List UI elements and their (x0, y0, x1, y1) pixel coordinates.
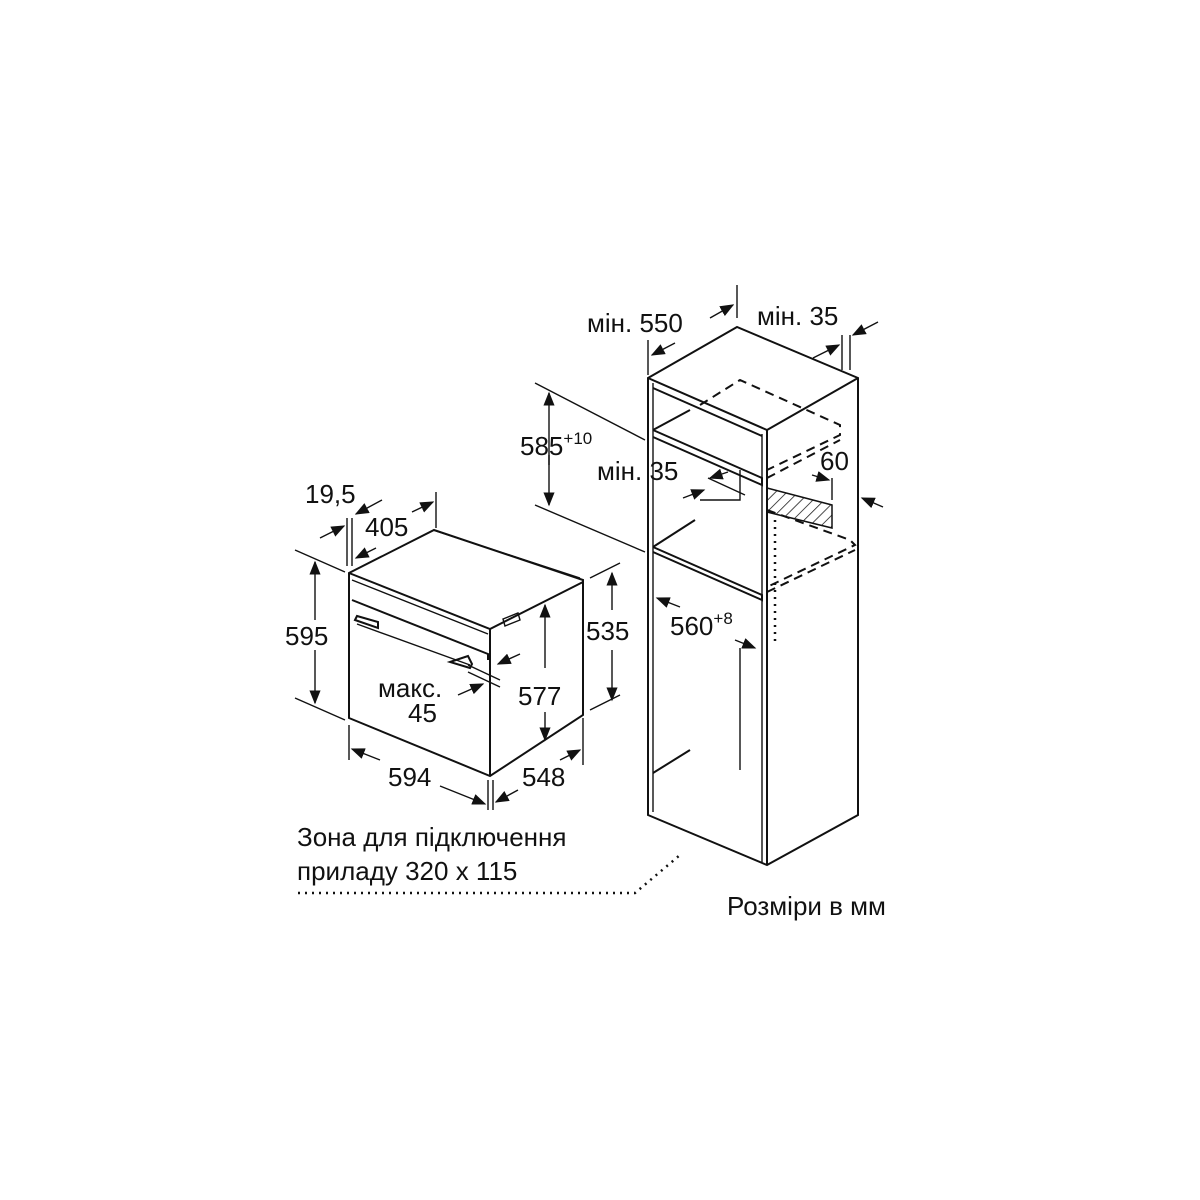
vent-depth-label: 60 (820, 446, 849, 476)
connection-zone-line2: приладу 320 x 115 (297, 856, 517, 886)
oven-side-height-label: 535 (586, 616, 629, 646)
door-gap-label: макс. (378, 673, 442, 703)
cabinet-drawing (647, 325, 859, 867)
oven-offset-label: 19,5 (305, 479, 356, 509)
connection-zone-line1: Зона для підключення (297, 822, 566, 852)
oven-width-label: 594 (388, 762, 431, 792)
cabinet-back-gap-label: мін. 35 (757, 301, 838, 331)
cabinet-depth-label: мін. 550 (587, 308, 683, 338)
oven-depth-label: 548 (522, 762, 565, 792)
oven-drawing (348, 528, 584, 778)
oven-height-label: 595 (285, 621, 328, 651)
door-gap-value: 45 (408, 698, 437, 728)
oven-top-depth-label: 405 (365, 512, 408, 542)
ventilation-zone (766, 487, 833, 529)
niche-width-label: 560+8 (670, 609, 733, 641)
oven-handle-left (353, 614, 379, 630)
units-note: Розміри в мм (727, 891, 886, 921)
shelf-gap-label: мін. 35 (597, 456, 678, 486)
oven-inner-height-label: 577 (518, 681, 561, 711)
niche-height-label: 585+10 (520, 429, 592, 461)
dimension-lines (294, 285, 884, 895)
